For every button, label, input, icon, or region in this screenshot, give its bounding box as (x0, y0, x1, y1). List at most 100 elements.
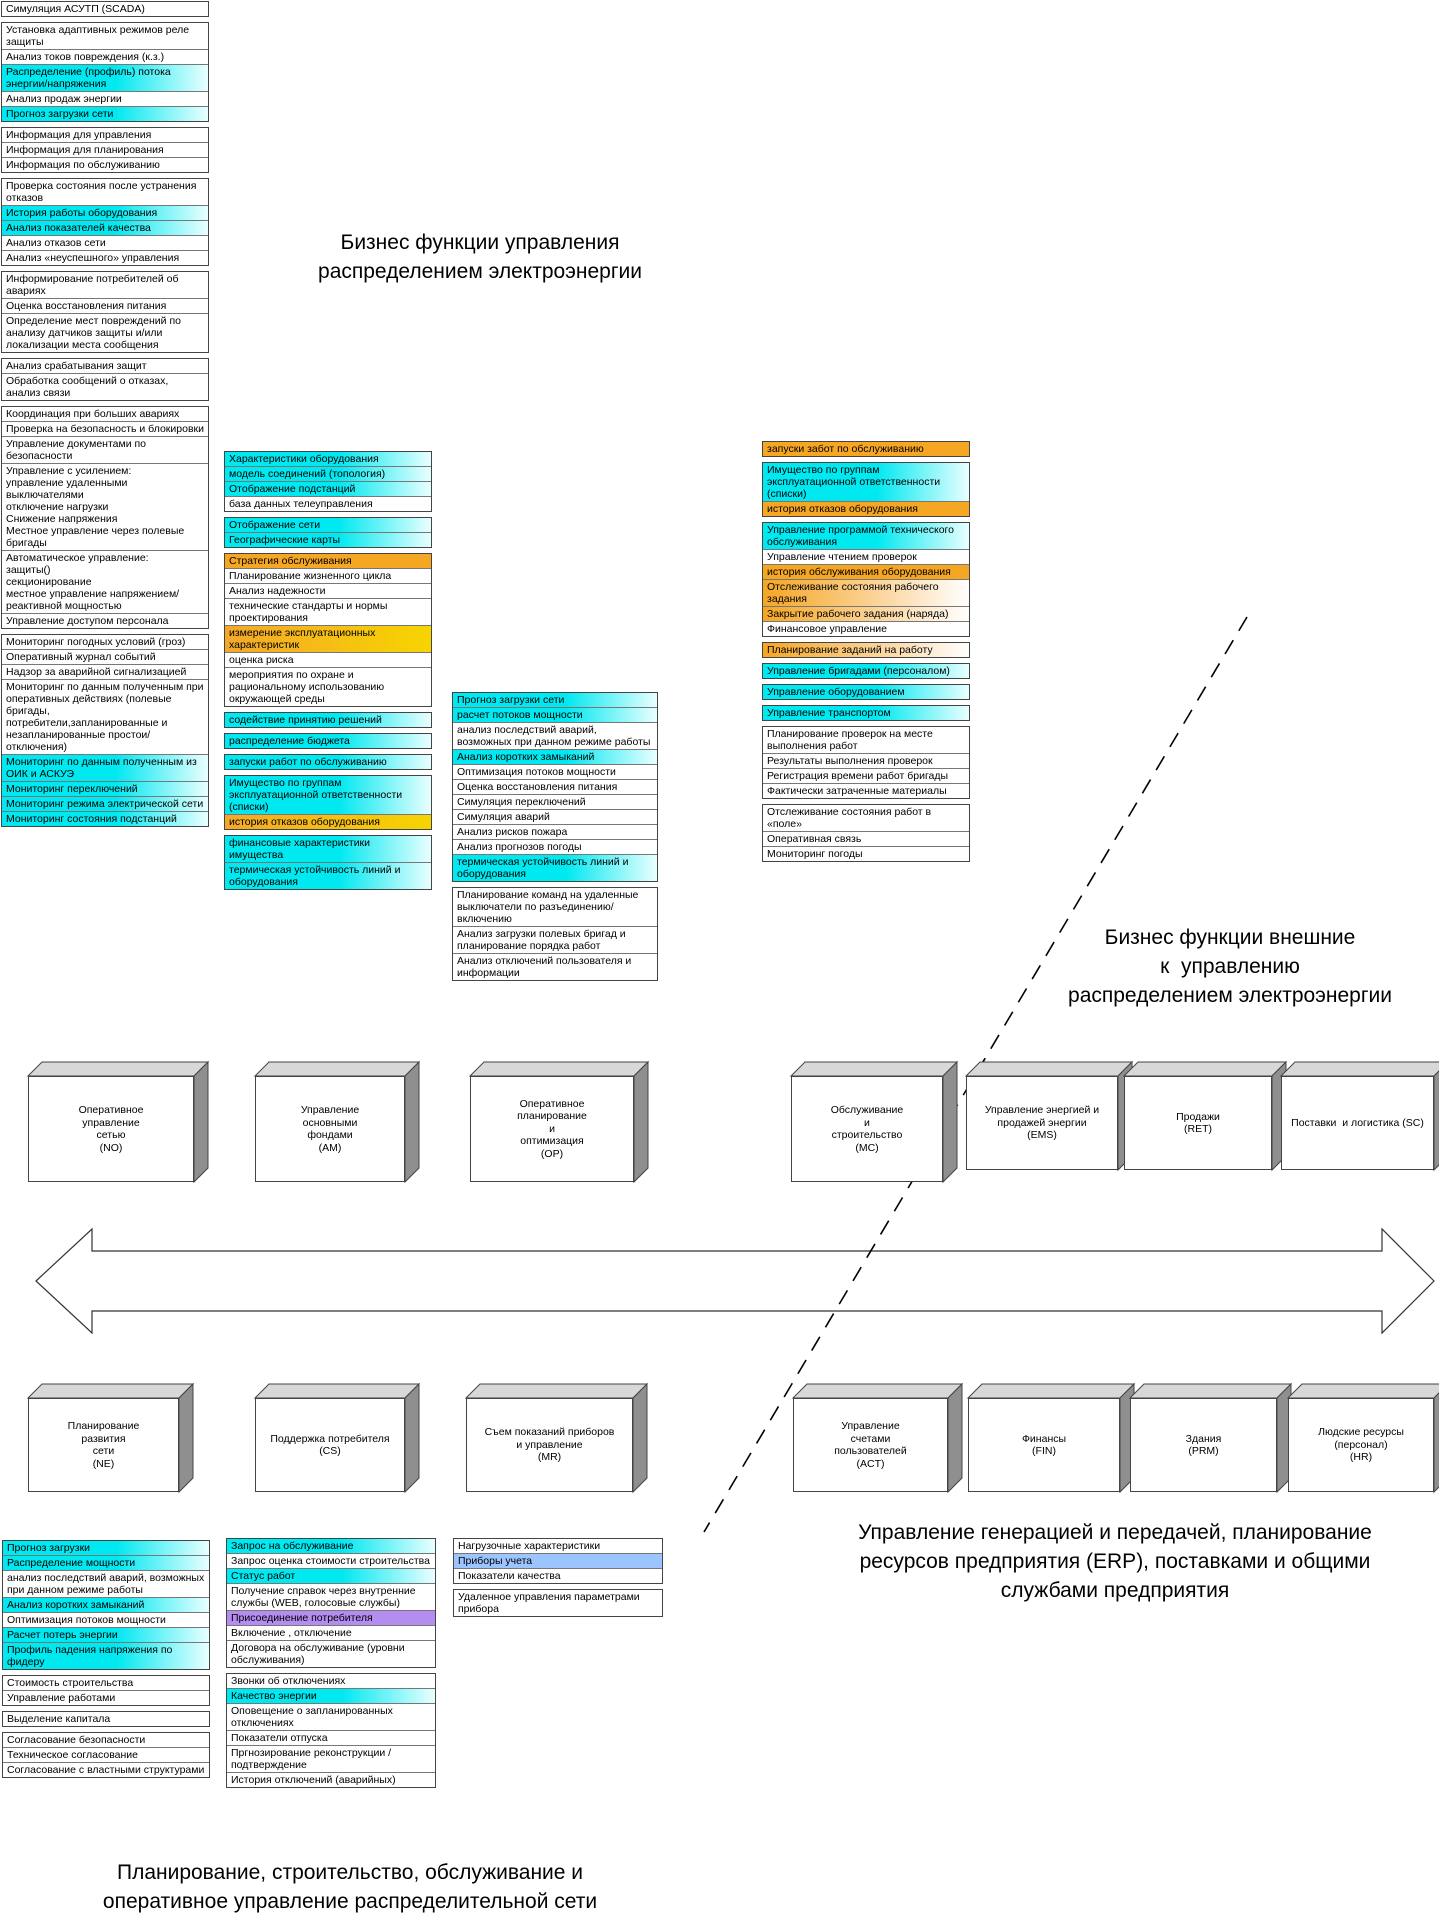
function-item: Анализ токов повреждения (к.з.) (2, 50, 208, 65)
box-top-face (253, 1383, 421, 1399)
function-item: Стоимость строительства (3, 1676, 209, 1691)
function-item: Планирование заданий на работу (763, 643, 969, 657)
function-item: Мониторинг режима электрической сети (2, 797, 208, 812)
function-item: Планирование команд на удаленные выключа… (453, 888, 657, 927)
box-side-face (632, 1382, 648, 1494)
function-item: Статус работ (227, 1569, 435, 1584)
box-top-face (1286, 1383, 1439, 1399)
function-item: Показатели качества (458, 1570, 561, 1582)
function-item: Анализ надежности (225, 584, 431, 599)
function-item: Симуляция АСУТП (SCADA) (6, 3, 145, 15)
function-item: Присоединение потребителя (227, 1611, 435, 1626)
function-item: Анализ коротких замыканий (3, 1598, 209, 1613)
box-top-face (1128, 1383, 1293, 1399)
function-group: запуски забот по обслуживанию (762, 441, 970, 457)
function-item: Управление оборудованием (763, 685, 969, 699)
function-item: Анализ отказов сети (2, 236, 208, 251)
function-item: Установка адаптивных режимов реле защиты (2, 23, 208, 50)
function-item: Стратегия обслуживания (225, 554, 431, 569)
function-group: Симуляция АСУТП (SCADA) (1, 1, 209, 17)
function-item: Надзор за аварийной сигнализацией (2, 665, 208, 680)
function-group: распределение бюджета (224, 733, 432, 749)
function-item: Удаленное управления параметрами прибора (458, 1591, 640, 1615)
function-group: Планирование проверок на месте выполнени… (762, 726, 970, 799)
function-item: Выделение капитала (7, 1713, 111, 1725)
function-item: Оценка восстановления питания (2, 299, 208, 314)
function-item: Оповещение о запланированных отключениях (227, 1704, 435, 1731)
function-item: Анализ показателей качества (2, 221, 208, 236)
function-item: Характеристики оборудования (225, 452, 431, 467)
title-business-functions: Бизнес функции управления распределением… (318, 231, 642, 283)
function-item: Информация для управления (2, 128, 208, 143)
function-item: оценка риска (225, 653, 431, 668)
box-top-face (791, 1383, 964, 1399)
function-item: Отслеживание состояния рабочего задания (763, 580, 969, 607)
function-item: Прогноз загрузки сети (453, 693, 657, 708)
function-item: Качество энергии (227, 1689, 435, 1704)
box-top-face (464, 1383, 649, 1399)
function-item: Фактически затраченные материалы (767, 785, 947, 797)
function-item: Симуляция переключений (453, 795, 657, 810)
function-item: Согласование безопасности (3, 1733, 209, 1748)
function-item: измерение эксплуатационных характеристик (225, 626, 431, 653)
function-item: Распределение мощности (3, 1556, 209, 1571)
function-group: Мониторинг погодных условий (гроз)Операт… (1, 634, 209, 827)
function-item: Отслеживание состояния работ в «поле» (763, 805, 969, 832)
function-item: Проверка состояния после устранения отка… (2, 179, 208, 206)
function-item: Запрос на обслуживание (227, 1539, 435, 1554)
function-item: Результаты выполнения проверок (763, 754, 969, 769)
function-group: содействие принятию решений (224, 712, 432, 728)
function-item: Имущество по группам эксплуатационной от… (225, 776, 431, 815)
function-group: Установка адаптивных режимов реле защиты… (1, 22, 209, 122)
function-group: Управление оборудованием (762, 684, 970, 700)
title-planning: Планирование, строительство, обслуживани… (102, 1861, 598, 1913)
function-item: Мониторинг переключений (2, 782, 208, 797)
box-top-face (789, 1061, 959, 1077)
function-item: запуски работ по обслуживанию (225, 755, 431, 769)
box-side-face (404, 1060, 420, 1184)
function-item: Анализ «неуспешного» управления (6, 252, 180, 264)
function-item: история отказов оборудования (225, 815, 431, 829)
box-side-face (1433, 1392, 1439, 1494)
function-item: Приборы учета (454, 1554, 662, 1569)
function-item: распределение бюджета (225, 734, 431, 748)
function-item: технические стандарты и нормы проектиров… (225, 599, 431, 626)
function-group: Имущество по группам эксплуатационной от… (762, 462, 970, 517)
box-side-face (404, 1382, 420, 1494)
function-item: Анализ прогнозов погоды (453, 840, 657, 855)
function-item: мероприятия по охране и рациональному ис… (229, 669, 385, 705)
box-top-face (26, 1061, 210, 1077)
function-item: Техническое согласование (3, 1748, 209, 1763)
function-item: история отказов оборудования (763, 502, 969, 516)
box-top-face (468, 1061, 650, 1077)
box-side-face (633, 1060, 649, 1184)
dashed-divider (703, 616, 1248, 1533)
function-item: Включение , отключение (227, 1626, 435, 1641)
function-group: запуски работ по обслуживанию (224, 754, 432, 770)
function-item: Управление доступом персонала (6, 615, 169, 627)
function-item: финансовые характеристики имущества (225, 836, 431, 863)
function-item: расчет потоков мощности (453, 708, 657, 723)
function-item: Мониторинг состояния подстанций (2, 812, 208, 826)
function-item: Информация для планирования (2, 143, 208, 158)
box-top-face (253, 1061, 421, 1077)
box-top-face (1279, 1061, 1439, 1077)
function-item: Отображение подстанций (225, 482, 431, 497)
function-item: Анализ срабатывания защит (2, 359, 208, 374)
function-item: Закрытие рабочего задания (наряда) (763, 607, 969, 622)
function-item: Симуляция аварий (453, 810, 657, 825)
function-item: Запрос оценка стоимости строительства (227, 1554, 435, 1569)
function-item: анализ последствий аварий, возможных при… (453, 723, 657, 750)
box-side-face (193, 1060, 209, 1184)
function-item: Планирование проверок на месте выполнени… (763, 727, 969, 754)
box-top-face (1122, 1061, 1288, 1077)
